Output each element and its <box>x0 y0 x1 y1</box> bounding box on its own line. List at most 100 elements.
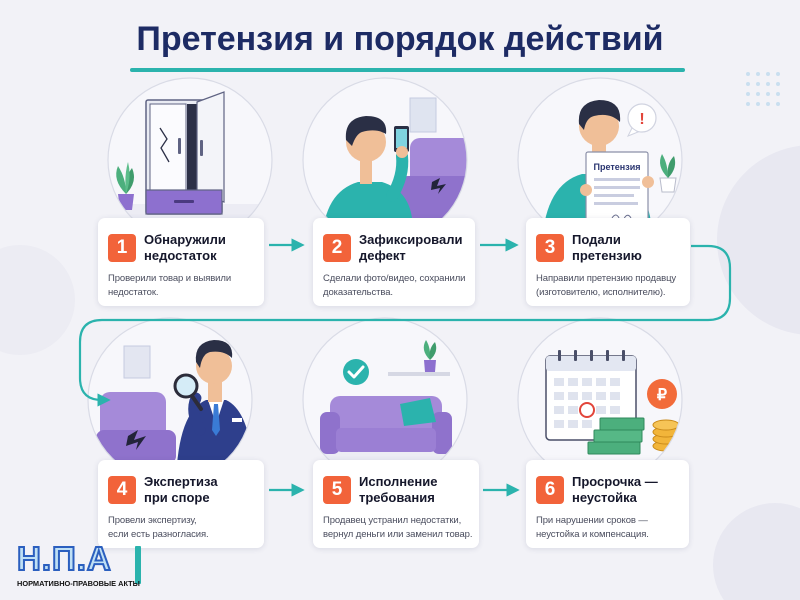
coin-stack <box>652 419 680 452</box>
step-number-badge: 1 <box>108 234 136 262</box>
man-arm <box>386 150 409 202</box>
step-description: Направили претензию продавцу (изготовите… <box>536 272 676 300</box>
wardrobe-open-door <box>196 91 225 203</box>
armchair-crack <box>126 430 146 450</box>
speech-bubble <box>627 103 657 133</box>
step-number-badge: 2 <box>323 234 351 262</box>
phone-screen <box>396 129 407 148</box>
plant-leaf <box>116 166 126 194</box>
calendar-rings <box>558 350 625 361</box>
man-hand <box>396 146 408 158</box>
sofa-arm <box>432 412 452 454</box>
man-hair <box>195 340 233 368</box>
plant-leaf <box>660 154 668 178</box>
money-stack <box>587 441 641 455</box>
logo-caption: НОРМАТИВНО-ПРАВОВЫЕ АКТЫ <box>17 579 140 588</box>
step-title-line: Просрочка — <box>572 474 658 489</box>
flow-arrows <box>78 238 732 497</box>
document-line <box>594 178 640 181</box>
logo-letters: Н.П.А <box>16 540 112 577</box>
step-description-line: При нарушении сроков — <box>536 515 648 526</box>
title-underline <box>130 68 685 72</box>
step-title: Просрочка — неустойка <box>572 474 658 506</box>
logo: Н.П.А НОРМАТИВНО-ПРАВОВЫЕ АКТЫ <box>14 540 149 592</box>
page-title: Претензия и порядок действий <box>136 20 664 58</box>
step-description-line: доказательства. <box>323 287 393 298</box>
ruble-coin-icon <box>647 379 677 409</box>
armchair-seat <box>96 430 176 464</box>
step-title: Подали претензию <box>572 232 642 264</box>
step-card-5: 5 Исполнение требования Продавец устрани… <box>313 460 479 548</box>
plant-leaf <box>423 340 431 360</box>
man-neck <box>360 158 372 184</box>
step-description-line: Продавец устранил недостатки, <box>323 515 462 526</box>
step-description: Продавец устранил недостатки, вернул ден… <box>323 514 472 542</box>
step-title-line: недостаток <box>144 248 217 263</box>
plant-leaf <box>125 162 130 194</box>
man-head <box>196 348 232 384</box>
check-mark <box>347 365 365 379</box>
connector-arrow <box>78 244 732 407</box>
step-card-4: 4 Экспертиза при споре Провели экспертиз… <box>98 460 264 548</box>
door-handle <box>200 140 203 156</box>
man-neck <box>208 380 222 402</box>
wall-picture <box>409 97 437 133</box>
step-title-line: Обнаружили <box>144 232 226 247</box>
step-card-6: 6 Просрочка — неустойка При нарушении ср… <box>526 460 689 548</box>
step-description: Сделали фото/видео, сохранили доказатель… <box>323 272 465 300</box>
document-heading: Претензия <box>594 162 641 172</box>
step-title: Обнаружили недостаток <box>144 232 226 264</box>
step-description: Проверили товар и выявили недостаток. <box>108 272 231 300</box>
magnifier-icon <box>173 373 199 399</box>
calendar-deadline-marker <box>579 402 595 418</box>
step-description-line: вернул деньги или заменил товар. <box>323 529 473 540</box>
decor-dots <box>746 72 780 106</box>
step-title-line: Исполнение <box>359 474 438 489</box>
step-description-line: Провели экспертизу, <box>108 515 197 526</box>
step-title: Исполнение требования <box>359 474 437 506</box>
logo-accent-bar <box>135 546 141 584</box>
step-description: При нарушении сроков — неустойка и компе… <box>536 514 649 542</box>
step-number-badge: 3 <box>536 234 564 262</box>
sofa-pillow <box>400 398 436 426</box>
exclamation-mark: ! <box>639 111 644 128</box>
step-description-line: недостаток. <box>108 287 159 298</box>
document-line <box>594 186 640 189</box>
suit-pocket-square <box>232 418 242 422</box>
decor-blob <box>717 145 800 335</box>
plant-leaf <box>429 342 437 360</box>
sofa-crack <box>431 178 446 194</box>
step-title-line: требования <box>359 490 435 505</box>
step-title-line: неустойка <box>572 490 637 505</box>
wall-picture <box>123 345 151 379</box>
plant-leaf <box>667 156 676 178</box>
man-tie <box>212 404 220 436</box>
step-title-line: Экспертиза <box>144 474 218 489</box>
step-title: Зафиксировали дефект <box>359 232 462 264</box>
ruble-symbol: ₽ <box>657 387 667 404</box>
plant-pot <box>118 194 134 210</box>
step-description: Провели экспертизу, если есть разногласи… <box>108 514 209 542</box>
step-title-line: дефект <box>359 248 406 263</box>
step-title-line: Подали <box>572 232 621 247</box>
money-stack <box>599 417 645 431</box>
calendar-days <box>554 378 620 428</box>
sofa-seat <box>336 428 436 452</box>
speech-bubble-tail <box>626 127 640 137</box>
plant-pot <box>424 360 436 372</box>
sofa-arm <box>320 412 340 454</box>
magnifier-handle <box>190 394 203 411</box>
calendar-header <box>546 356 636 371</box>
step-description-line: неустойка и компенсация. <box>536 529 649 540</box>
wall-shelf <box>388 372 450 376</box>
step-title-line: претензию <box>572 248 642 263</box>
step-card-1: 1 Обнаружили недостаток Проверили товар … <box>98 218 264 306</box>
plant-pot <box>659 177 677 193</box>
document-line <box>594 194 634 197</box>
man-hand <box>580 184 592 196</box>
step-number-badge: 6 <box>536 476 564 504</box>
check-circle-icon <box>343 359 369 385</box>
man-hand <box>642 176 654 188</box>
man-hair <box>578 100 621 130</box>
armchair-back <box>100 392 166 442</box>
